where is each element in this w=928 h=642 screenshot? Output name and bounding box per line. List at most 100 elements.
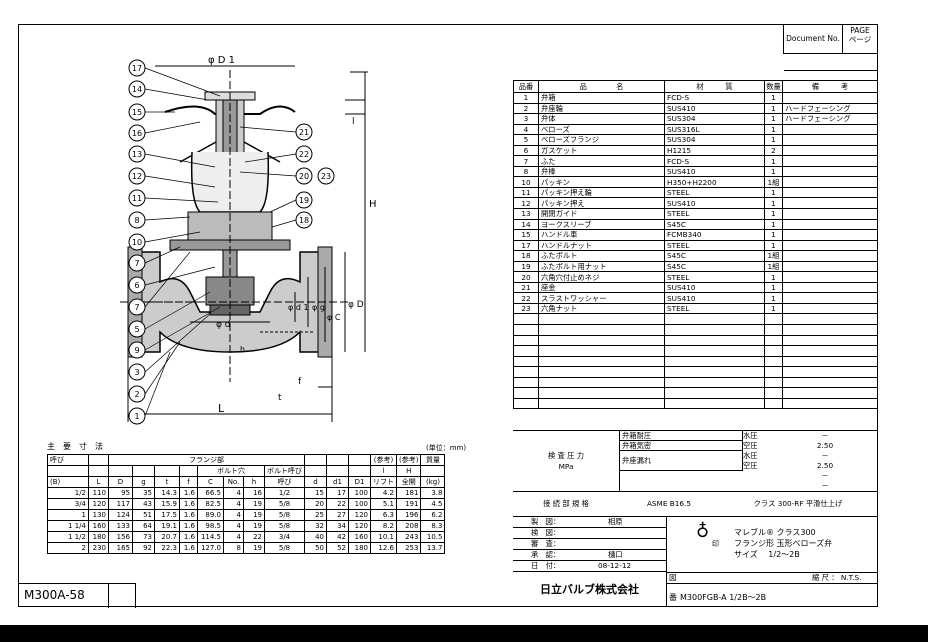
part-remarks [782, 134, 878, 146]
part-qty: 1 [764, 123, 783, 136]
air1-value: 2.50 [816, 441, 834, 450]
dims-cell: 17 [326, 487, 349, 499]
part-remarks [782, 92, 878, 104]
drawing-number: M300FGB-A 1/2B～2B [680, 593, 767, 602]
dims-cell: 40 [304, 531, 327, 543]
dims-cell: 22 [243, 531, 265, 543]
part-material: S45C [664, 250, 765, 262]
dim-phi-d1: φ D 1 [208, 55, 235, 66]
dims-cell: 98.5 [197, 520, 224, 532]
dims-cell: 100 [348, 498, 371, 510]
dims-cell: 8.3 [420, 520, 446, 532]
part-material: S45C [664, 218, 765, 231]
callout-7b: 7 [128, 298, 146, 316]
part-remarks [782, 123, 878, 136]
part-name: スラストワッシャー [538, 292, 665, 304]
part-material: STEEL [664, 208, 765, 220]
made-label: 製 図： [531, 517, 561, 526]
part-no: 22 [513, 292, 539, 304]
review-label: 審 査： [531, 539, 561, 548]
svg-text:2: 2 [134, 390, 139, 399]
dims-cell: 12.6 [370, 542, 397, 554]
document-no-label: Document No. [784, 24, 843, 53]
dim-t: t [278, 393, 282, 403]
part-remarks [782, 302, 878, 315]
product-line3: サイズ 1/2～2B [734, 550, 800, 559]
dims-cell: 22 [326, 498, 349, 510]
part-qty: 1 [764, 186, 783, 199]
dims-cell: 1.6 [179, 520, 198, 532]
part-qty: 1 [764, 302, 783, 315]
dims-cell: 15 [304, 487, 327, 499]
dims-cell: 3/4 [47, 498, 89, 510]
part-name: ヨークスリーブ [538, 218, 665, 231]
parts-empty-row [513, 345, 878, 357]
dims-cell: 4 [223, 520, 244, 532]
part-qty: 2 [764, 144, 783, 157]
part-qty: 1 [764, 292, 783, 304]
part-material: H1215 [664, 144, 765, 157]
part-material: SUS410 [664, 281, 765, 294]
company-name: 日立バルブ株式会社 [513, 572, 667, 606]
dims-cell: 19 [243, 520, 265, 532]
callout-2: 2 [128, 385, 146, 403]
part-name: パッキン押え輪 [538, 186, 665, 199]
svg-text:5: 5 [134, 325, 139, 334]
part-qty: 1組 [764, 250, 783, 262]
dims-cell: 1.6 [179, 542, 198, 554]
part-remarks [782, 197, 878, 209]
part-name: 弁箱 [538, 92, 665, 104]
dim-phi-D: φ D [348, 300, 364, 310]
dims-cell: 196 [395, 509, 422, 521]
part-material: SUS410 [664, 165, 765, 178]
dims-cell: 4.5 [420, 498, 446, 510]
dim-f: f [298, 377, 302, 387]
dims-cell: 13.7 [420, 542, 446, 554]
dims-cell: 8.2 [370, 520, 397, 532]
dims-cell: 19.1 [154, 520, 180, 532]
part-no: 5 [513, 134, 539, 146]
dims-cell: 124 [108, 509, 133, 521]
svg-text:3: 3 [134, 368, 139, 377]
callout-8: 8 [128, 211, 146, 229]
svg-text:23: 23 [321, 172, 331, 181]
part-no: 18 [513, 250, 539, 262]
part-no: 12 [513, 197, 539, 209]
mark-label: 印 [712, 540, 719, 548]
part-remarks: ハードフェーシング [782, 113, 878, 125]
part-qty: 1 [764, 155, 783, 167]
svg-text:11: 11 [132, 194, 142, 203]
svg-text:15: 15 [132, 108, 142, 117]
part-no: 20 [513, 271, 539, 283]
svg-text:17: 17 [132, 64, 142, 73]
part-name: ガスケット [538, 144, 665, 157]
dims-cell: 1/2 [264, 487, 305, 499]
dims-cell: 1.6 [179, 498, 198, 510]
part-no: 1 [513, 92, 539, 104]
svg-text:9: 9 [134, 346, 139, 355]
dims-cell: 95 [108, 487, 133, 499]
dims-cell: 120 [88, 498, 109, 510]
dims-cell: 243 [395, 531, 422, 543]
callout-12: 12 [128, 167, 146, 185]
parts-empty-row [513, 313, 878, 326]
dims-cell: 5/8 [264, 520, 305, 532]
dim-phi-c: φ C [327, 313, 341, 322]
water1-value: － [821, 431, 829, 440]
part-no: 13 [513, 208, 539, 220]
blank1-value: － [821, 471, 829, 480]
part-remarks [782, 292, 878, 304]
h-lift-sym: l [370, 465, 397, 477]
made-value: 相原 [608, 517, 623, 526]
